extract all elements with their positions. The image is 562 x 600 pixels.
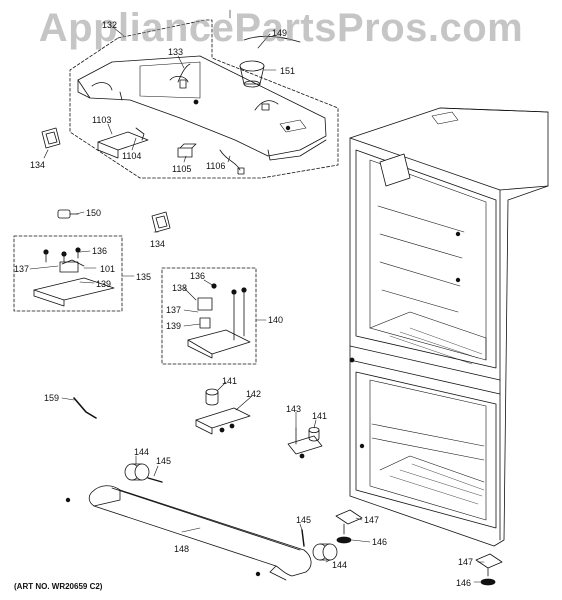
callout-159: 159 [44, 393, 60, 403]
damper-151 [239, 36, 301, 88]
thermistor-1103 [97, 131, 149, 159]
callout-144-right: 144 [332, 560, 348, 570]
callout-148: 148 [174, 544, 190, 554]
spring-150 [57, 209, 79, 219]
top-assembly-dashed-frame [69, 19, 339, 179]
light-lens-134-middle [151, 211, 171, 233]
hinge-assembly-135 [33, 247, 115, 307]
harness-1106 [219, 149, 245, 175]
pin-145-left [147, 477, 163, 483]
bracket-143 [287, 427, 323, 459]
callout-145-left: 145 [156, 456, 172, 466]
callout-139-center: 139 [166, 321, 182, 331]
sensor-1105 [177, 143, 197, 158]
wire-connector-upper [254, 100, 279, 111]
pin-145-right [301, 529, 305, 547]
callout-137-center: 137 [166, 305, 182, 315]
bracket-142 [195, 407, 251, 435]
callout-149: 149 [272, 28, 288, 38]
refrigerator-cabinet [349, 107, 549, 547]
callout-141-right: 141 [312, 411, 328, 421]
callout-139-left: 139 [96, 279, 112, 289]
light-lens-134-upper [41, 127, 61, 149]
callout-146-lower: 146 [456, 578, 472, 588]
callout-1103: 1103 [92, 115, 112, 125]
roller-144-right [312, 543, 338, 561]
base-grille-148 [65, 485, 312, 581]
center-hinge-assembly-140 [187, 283, 251, 359]
watermark-text: AppliancePartsPros.com [38, 6, 524, 50]
callout-132: 132 [102, 20, 118, 30]
roller-144-left [124, 463, 150, 481]
callout-1104: 1104 [122, 151, 142, 161]
callout-136-left: 136 [92, 246, 108, 256]
callout-134-middle: 134 [150, 239, 166, 249]
wire-harness-133 [177, 63, 191, 89]
leader-lines [29, 9, 485, 583]
callout-150: 150 [86, 208, 102, 218]
hinge-group-dashed-frame [13, 235, 123, 312]
callout-147-upper: 147 [364, 515, 380, 525]
callout-140: 140 [268, 315, 284, 325]
callout-136-center: 136 [190, 271, 206, 281]
callout-144-left: 144 [134, 447, 150, 457]
callout-143: 143 [286, 404, 302, 414]
callout-137-left: 137 [14, 264, 30, 274]
callout-147-lower: 147 [458, 557, 474, 567]
callout-1105: 1105 [172, 164, 192, 174]
leveling-leg-146-upper [335, 509, 363, 544]
callout-145-right: 145 [296, 515, 312, 525]
callout-141-left: 141 [222, 376, 238, 386]
callout-146-upper: 146 [372, 537, 388, 547]
callout-101: 101 [100, 264, 116, 274]
art-number: (ART NO. WR20659 C2) [14, 582, 103, 591]
hex-key-159 [73, 397, 97, 419]
leveling-leg-146-lower [475, 553, 503, 586]
center-hinge-dashed-frame [161, 267, 257, 365]
callout-133: 133 [168, 47, 184, 57]
callout-135: 135 [136, 272, 152, 282]
bracket-1104 [135, 127, 145, 141]
control-housing-cover [77, 55, 327, 161]
callout-1106: 1106 [206, 161, 226, 171]
callout-138: 138 [172, 283, 188, 293]
callout-134-upper: 134 [30, 160, 46, 170]
roller-141-left [205, 388, 219, 406]
callout-142: 142 [246, 389, 262, 399]
callout-151: 151 [280, 66, 296, 76]
